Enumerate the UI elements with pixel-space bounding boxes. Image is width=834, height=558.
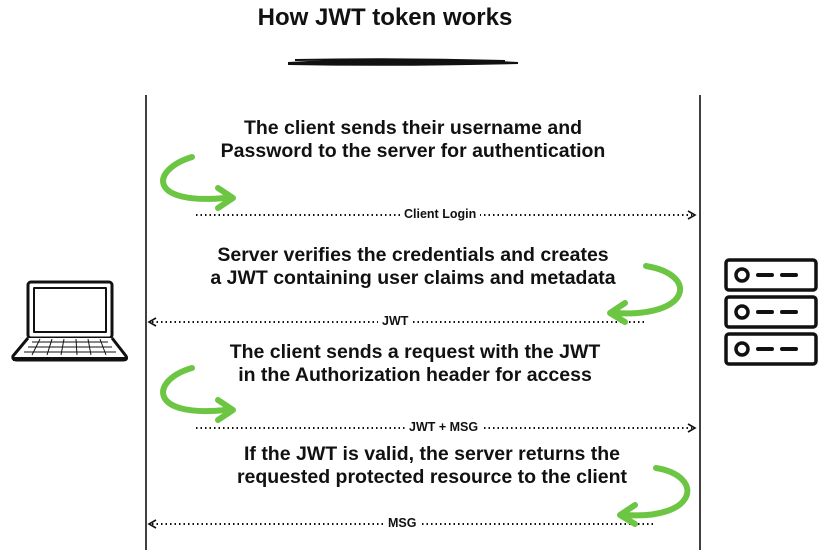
message-label-jwt: JWT	[378, 314, 413, 328]
green-curve-arrow-2	[612, 263, 684, 317]
step-4-line-1: If the JWT is valid, the server returns …	[243, 443, 621, 465]
step-2-line-1: Server verifies the credentials and crea…	[217, 244, 609, 266]
step-4-text: If the JWT is valid, the server returns …	[204, 443, 660, 489]
step-3-line-2: in the Authorization header for access	[238, 364, 592, 386]
step-2-text: Server verifies the credentials and crea…	[182, 244, 644, 290]
step-1-line-2: Password to the server for authenticatio…	[220, 140, 606, 162]
message-label-jwt-msg: JWT + MSG	[405, 420, 483, 434]
step-1-line-1: The client sends their username and	[243, 117, 583, 139]
diagram-title: How JWT token works	[257, 4, 513, 31]
green-curve-arrow-3	[160, 365, 228, 415]
step-1-text: The client sends their username and Pass…	[196, 117, 630, 163]
step-4-line-2: requested protected resource to the clie…	[236, 466, 628, 488]
step-3-text: The client sends a request with the JWT …	[200, 341, 630, 387]
server-rack-icon	[724, 258, 818, 366]
message-label-msg: MSG	[384, 516, 421, 530]
laptop-icon	[11, 280, 129, 362]
green-curve-arrow-1	[160, 154, 228, 202]
step-2-line-2: a JWT containing user claims and metadat…	[210, 267, 616, 289]
message-label-client-login: Client Login	[400, 207, 481, 221]
step-3-line-1: The client sends a request with the JWT	[229, 341, 601, 363]
green-curve-arrow-4	[622, 465, 691, 519]
